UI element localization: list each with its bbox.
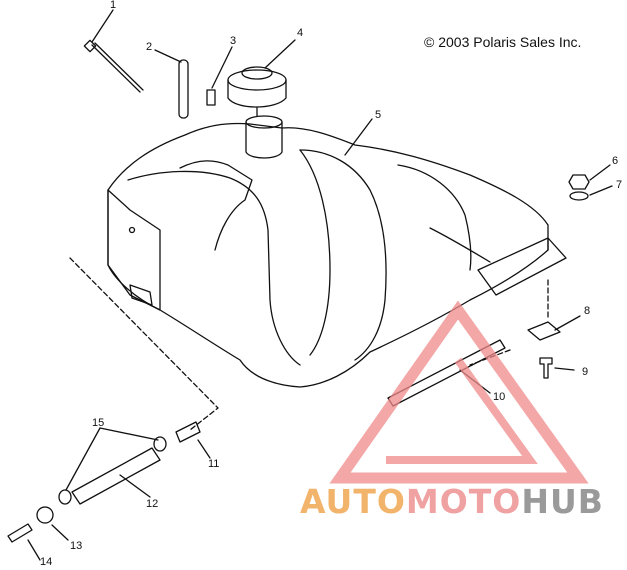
callout-9: 9	[582, 366, 588, 378]
hose-clamp	[58, 489, 72, 505]
fitting	[175, 421, 201, 443]
filler-neck	[245, 121, 283, 159]
fuel-line	[71, 447, 161, 505]
tank-front-face	[107, 189, 161, 311]
copyright-notice: © 2003 Polaris Sales Inc.	[424, 34, 582, 50]
callout-2: 2	[146, 41, 152, 53]
callout-14: 14	[40, 556, 52, 565]
watermark-text: AUTOMOTOHUB	[300, 482, 604, 521]
petcock	[7, 523, 33, 543]
nut	[568, 174, 590, 190]
callout-6: 6	[612, 155, 618, 167]
callout-1: 1	[110, 0, 116, 11]
screw	[206, 89, 216, 106]
tank-mount-bracket	[477, 237, 567, 296]
watermark-part-2: MOTO	[405, 482, 522, 521]
callout-12: 12	[146, 498, 158, 510]
callout-15: 15	[92, 417, 104, 429]
hose-clamp	[153, 436, 167, 452]
watermark-part-3: HUB	[521, 482, 604, 521]
watermark-logo	[329, 300, 589, 484]
callout-8: 8	[584, 305, 590, 317]
callout-13: 13	[70, 540, 82, 552]
bolt	[539, 357, 553, 379]
callout-5: 5	[375, 109, 381, 121]
callout-3: 3	[230, 35, 236, 47]
washer	[569, 191, 589, 201]
vent-hose	[178, 59, 189, 119]
callout-4: 4	[297, 27, 303, 39]
callout-10: 10	[493, 391, 505, 403]
fuel-cap	[227, 79, 287, 108]
watermark-part-1: AUTO	[300, 482, 406, 521]
fuel-tank-outline	[107, 122, 549, 388]
grommet	[36, 506, 54, 524]
pad	[527, 321, 561, 341]
tie-strap	[91, 44, 141, 93]
callout-7: 7	[616, 179, 622, 191]
callout-11: 11	[208, 458, 219, 470]
